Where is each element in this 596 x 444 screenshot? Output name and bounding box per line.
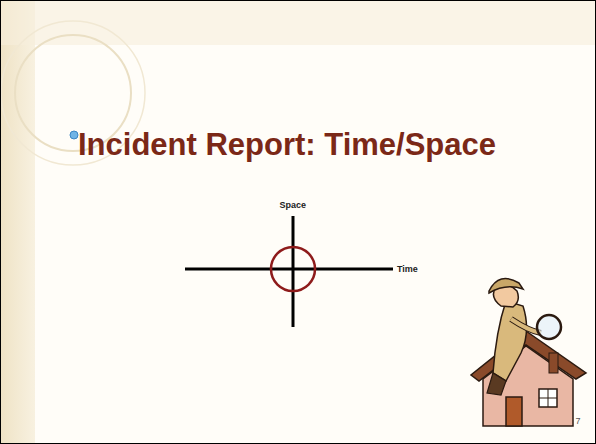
target-circle <box>271 247 315 291</box>
space-axis <box>292 216 295 327</box>
axis-label: Time <box>397 264 418 274</box>
slide-title: Incident Report: Time/Space <box>78 127 496 163</box>
time-axis <box>185 268 393 271</box>
slide-number: 7 <box>576 416 581 426</box>
detective-clipart <box>471 279 586 427</box>
bullet-dot <box>70 131 78 139</box>
axis-label: Space <box>280 200 307 210</box>
